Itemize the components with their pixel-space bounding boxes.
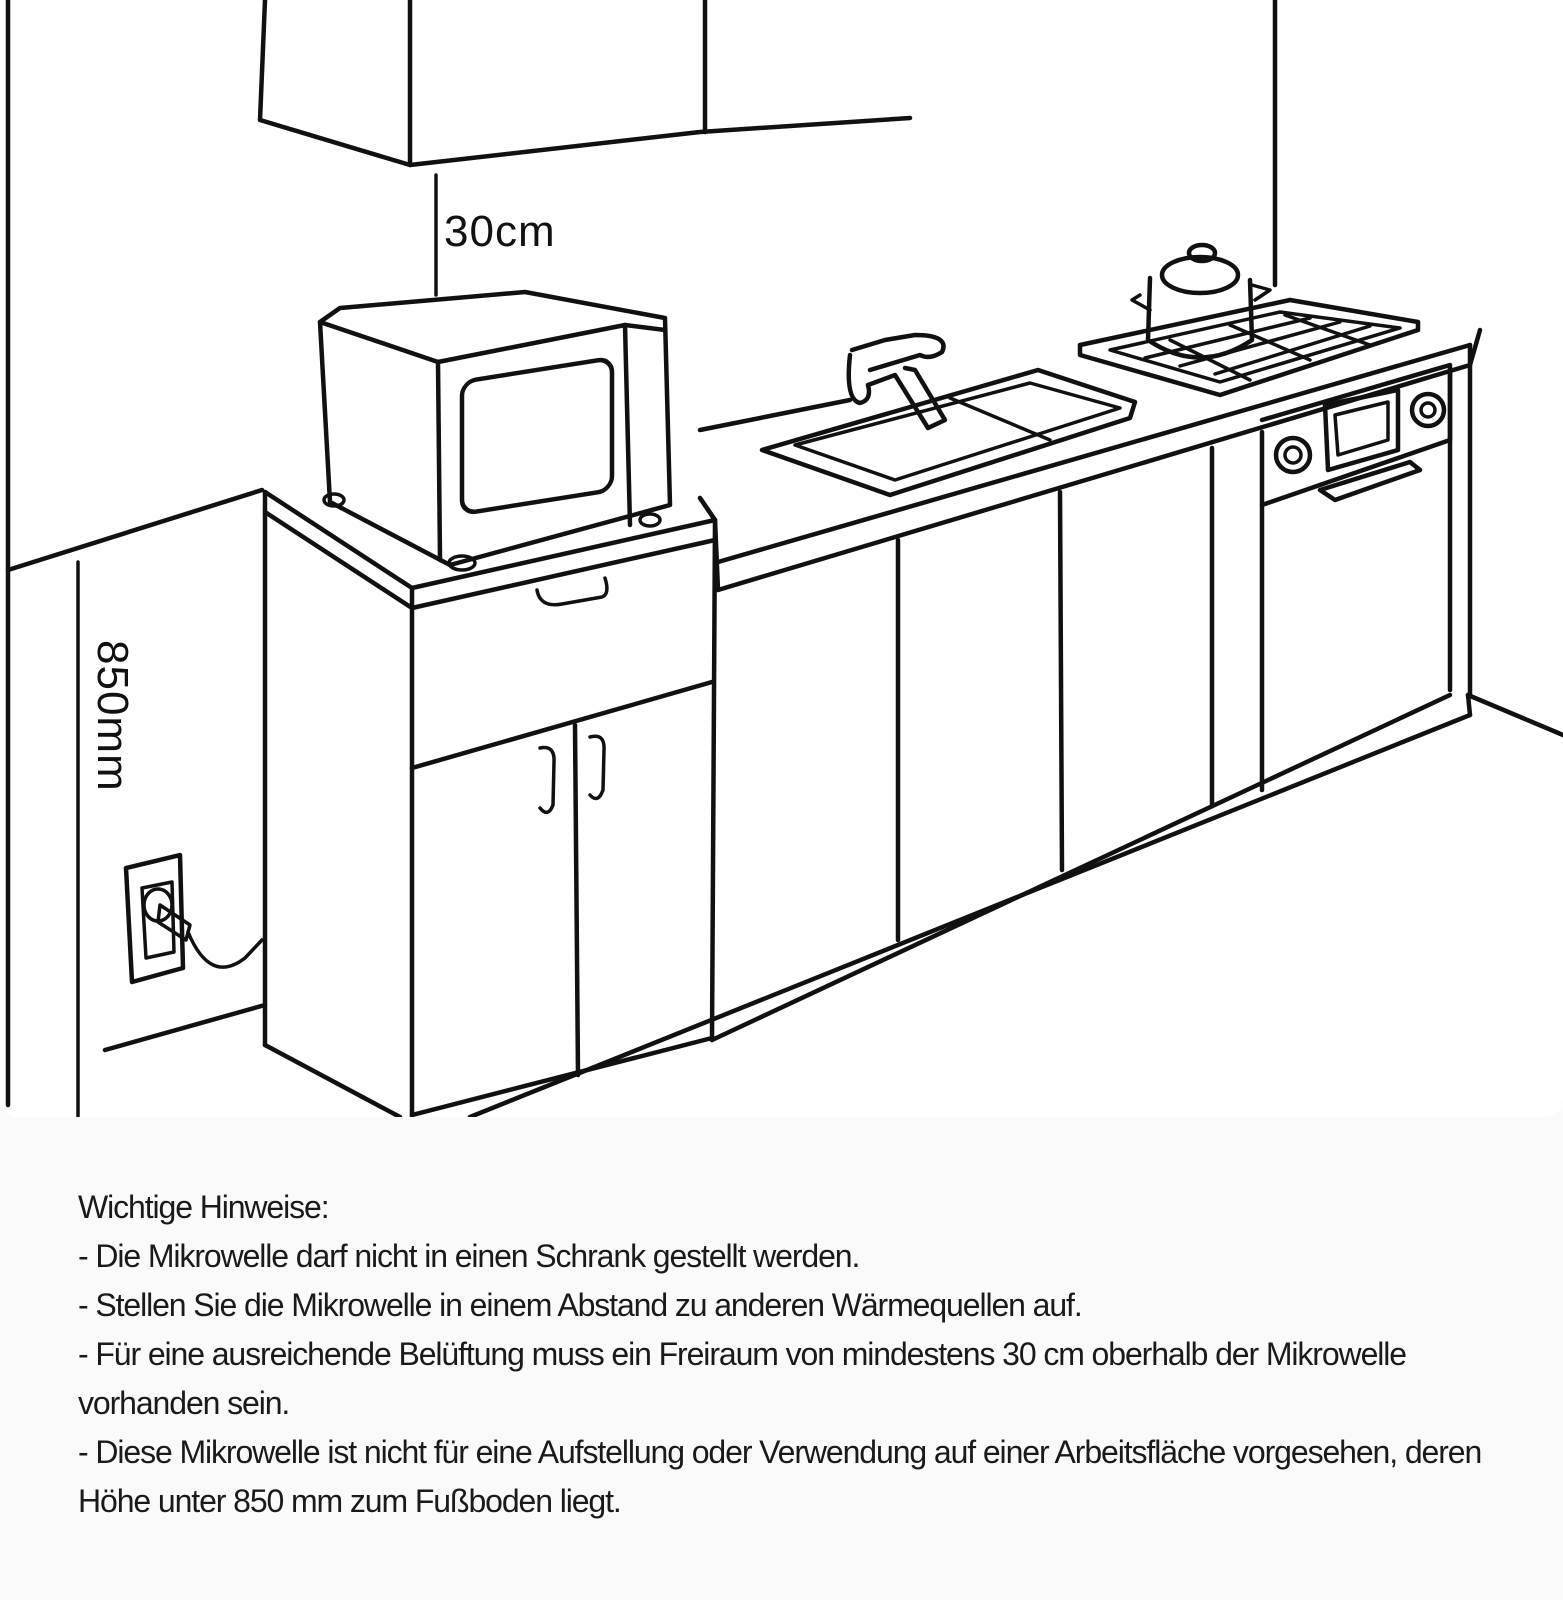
kitchen-installation-illustration: 30cm 850mm xyxy=(5,0,1563,1117)
pot xyxy=(1130,242,1272,360)
clearance-label: 30cm xyxy=(444,207,556,256)
notes-list: - Die Mikrowelle darf nicht in einen Sch… xyxy=(78,1232,1498,1526)
kitchen-counter xyxy=(697,327,1483,1043)
important-notes: Wichtige Hinweise: - Die Mikrowelle darf… xyxy=(78,1183,1498,1526)
kitchen-drawing: 30cm 850mm xyxy=(5,0,1563,1117)
room-outline xyxy=(5,0,1563,1117)
microwave xyxy=(317,289,673,572)
hob xyxy=(1077,297,1421,398)
left-cabinet xyxy=(262,489,718,1117)
oven xyxy=(1259,362,1453,508)
height-label: 850mm xyxy=(88,640,137,792)
left-knob-icon xyxy=(1273,435,1313,475)
notes-heading: Wichtige Hinweise: xyxy=(78,1189,330,1225)
note-item: - Stellen Sie die Mikrowelle in einem Ab… xyxy=(78,1287,1083,1323)
height-dimension: 850mm xyxy=(76,560,137,1117)
note-item: - Für eine ausreichende Belüftung muss e… xyxy=(78,1336,1407,1421)
note-item: - Diese Mikrowelle ist nicht für eine Au… xyxy=(78,1434,1482,1519)
wall-socket xyxy=(123,852,264,985)
right-knob-icon xyxy=(1409,391,1447,429)
clearance-dimension: 30cm xyxy=(434,173,556,297)
note-item: - Die Mikrowelle darf nicht in einen Sch… xyxy=(78,1238,860,1274)
sink xyxy=(759,332,1138,498)
upper-cabinet xyxy=(257,0,913,168)
